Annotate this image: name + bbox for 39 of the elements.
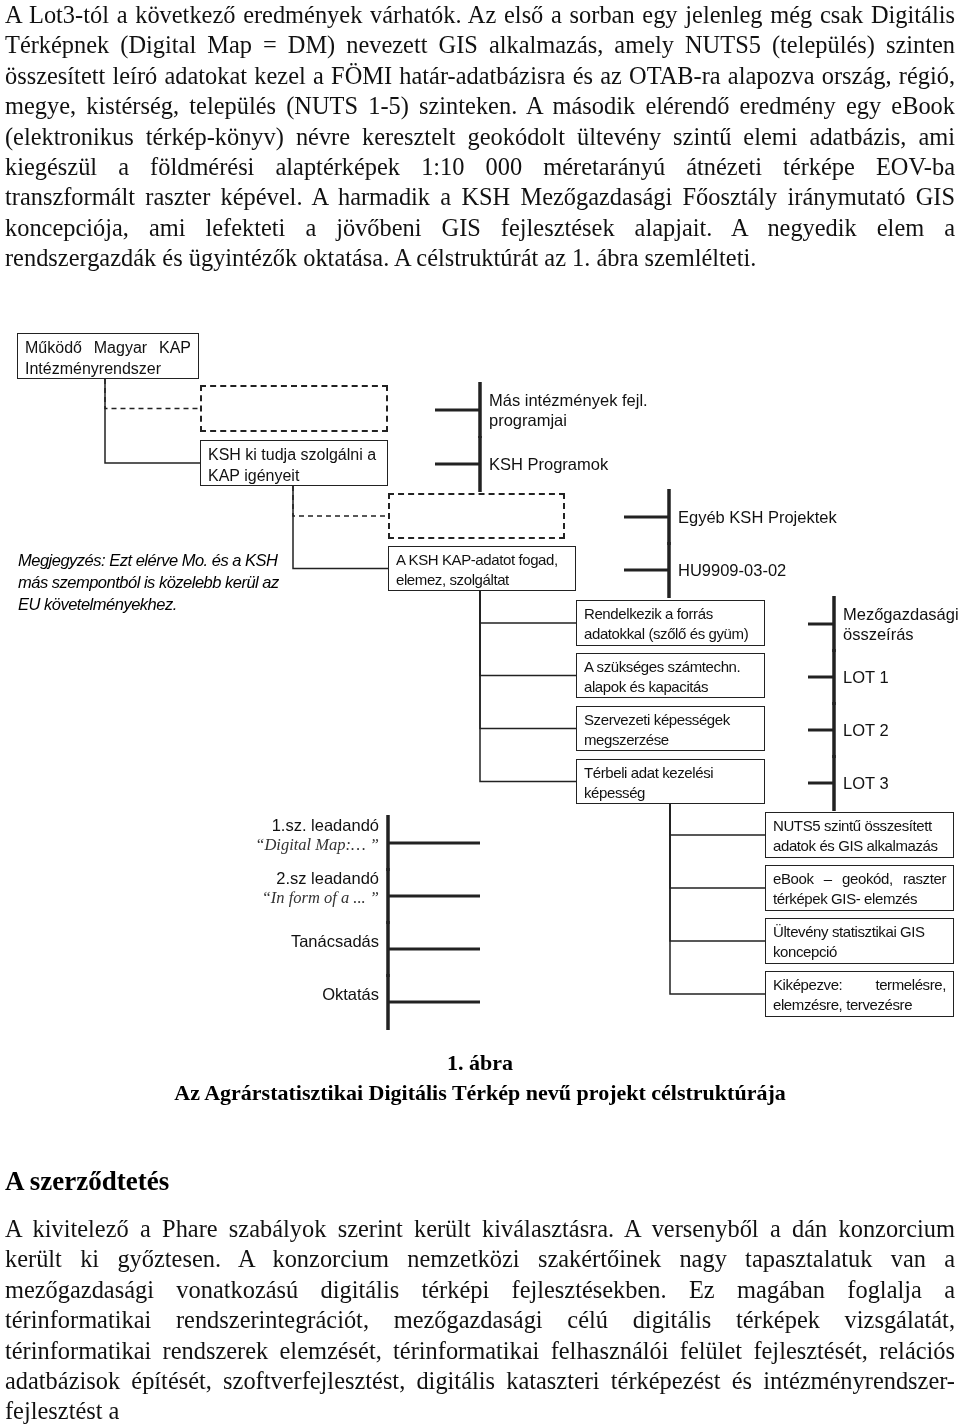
text-box: Kiképezve: termelésre, elemzésre, tervezésre <box>765 971 954 1017</box>
text-box: Rendelkezik a forrás adatokkal (szőlő és gyüm) <box>576 600 765 646</box>
node-label: 2.sz leadandó “In form of a ... ” <box>200 861 388 915</box>
node-label: HU9909-03-02 <box>669 543 869 597</box>
text-box: Szervezeti képességek megszerzése <box>576 706 765 751</box>
node-label: 1.sz. leadandó “Digital Map:… ” <box>200 808 388 862</box>
connector-line <box>669 803 766 995</box>
node-label: LOT 3 <box>834 756 958 810</box>
node-label: Oktatás <box>200 967 388 1021</box>
bar-connector <box>435 434 482 494</box>
text-box: Ültevény statisztikai GIS koncepció <box>765 918 954 964</box>
note-text: Megjegyzés: Ezt elérve Mo. és a KSH más szempontból is közelebb kerül az EU követelményekhez. <box>18 550 280 615</box>
figure-caption: Az Agrárstatisztikai Digitális Térkép nevű projekt célstruktúrája <box>173 1080 787 1106</box>
paragraph: A Lot3-tól a következő eredmények várhatók. Az első a sorban egy jelenleg még csak Digitális Térképnek (Digital Map = DM) nevezett GIS alkalmazás, amely NUTS5 (település) szinten összesített leíró adatokat kezel a FÖMI határ-adatbázisra és az OTAB-ra alapozva ország, régió, megye, kistérség, település (NUTS 1-5) szinteken. A második elérendő eredmény egy eBook (elektronikus térkép-könyv) névre keresztelt geokódolt ültevény szintű elemi adatbázis, ami kiegészül a földmérési alaptérképek 1:10 000 méretarányú átnézeti térképe EOV-ba transzformált raszter képével. A harmadik a KSH Mezőgazdasági Főosztály iránymutató GIS koncepciója, ami lefekteti a jövőbeni GIS fejlesztések alapjait. A negyedik elem a rendszergazdák és ügyintézők oktatása. A célstruktúrát az 1. ábra szemlélteti. <box>5 0 955 274</box>
figure-number: 1. ábra <box>446 1050 514 1076</box>
connector-line <box>479 590 577 783</box>
connector-line <box>104 378 201 464</box>
bar-connector <box>386 972 480 1032</box>
text-box: eBook – geokód, raszter térképek GIS- elemzés <box>765 865 954 911</box>
empty-dashed-box <box>200 385 388 432</box>
text-box: Működő Magyar KAP Intézményrendszer <box>17 333 199 379</box>
empty-dashed-box <box>388 493 565 539</box>
connector-line <box>292 485 389 570</box>
section-heading: A szerződtetés <box>5 1166 171 1197</box>
bar-connector <box>624 540 671 600</box>
node-label: LOT 1 <box>834 650 958 704</box>
text-box: A KSH KAP-adatot fogad, elemez, szolgáltat <box>388 546 576 591</box>
node-label: Más intézmények fejl. programjai <box>480 383 670 437</box>
text-box: KSH ki tudja szolgálni a KAP igényeit <box>200 440 388 486</box>
node-label: Tanácsadás <box>200 914 388 968</box>
node-label: Mezőgazdasági összeírás <box>834 597 958 651</box>
bar-connector <box>808 753 836 813</box>
paragraph: A kivitelező a Phare szabályok szerint került kiválasztásra. A versenyből a dán konzorcium került ki győztesen. A konzorcium nemzetközi szakértőinek nagy tapasztalatuk van a mezőgazdasági vonatkozású digitális térképi fejlesztésekben. Ez magában foglalja a térinformatikai rendszerintegrációt, mezőgazdasági célú digitális térképek vizsgálatát, térinformatikai rendszerek elemzését, térinformatikai felhasználói felület fejlesztését, relációs adatbázisok építését, szoftverfejlesztést, digitális kataszteri térképezést és intézményrendszer-fejlesztést a <box>5 1214 955 1427</box>
text-box: A szükséges számtechn. alapok és kapacitás <box>576 653 765 698</box>
node-label: LOT 2 <box>834 703 958 757</box>
text-box: NUTS5 szintű összesített adatok és GIS alkalmazás <box>765 812 954 858</box>
node-label: Egyéb KSH Projektek <box>669 490 869 544</box>
text-box: Térbeli adat kezelési képesség <box>576 759 765 804</box>
node-label: KSH Programok <box>480 437 670 491</box>
